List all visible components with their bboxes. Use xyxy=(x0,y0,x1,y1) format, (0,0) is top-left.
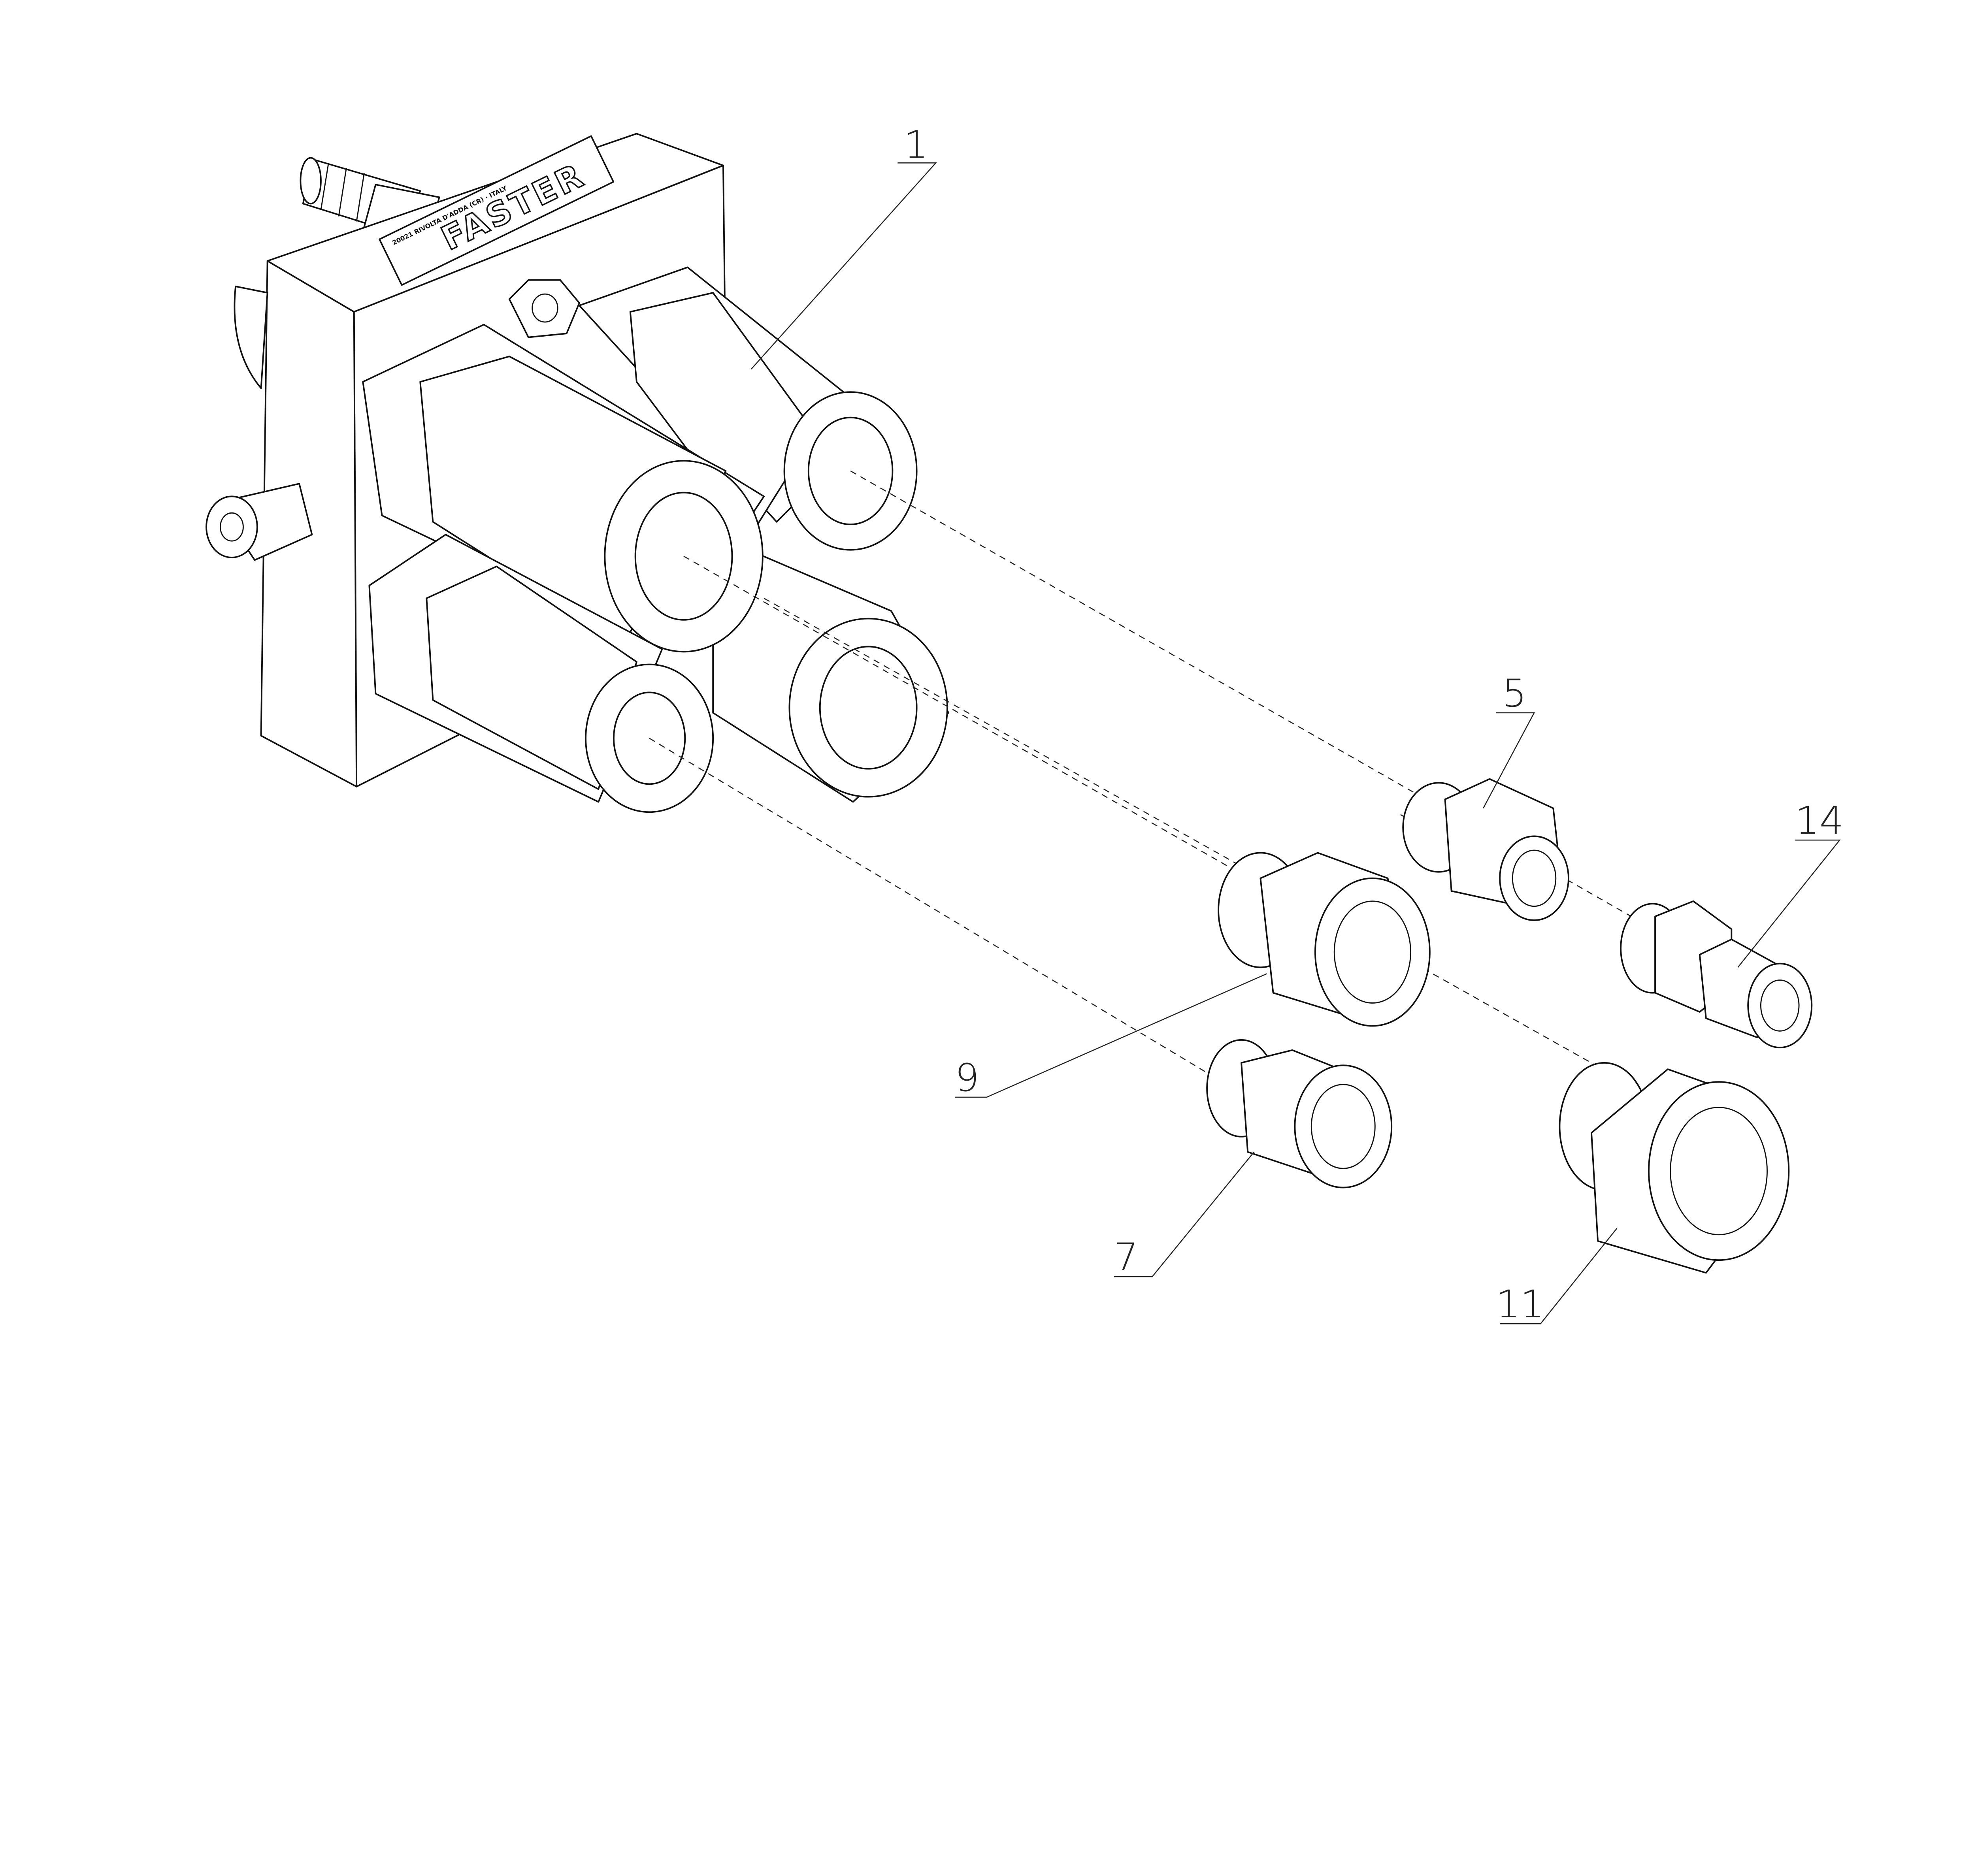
fitting-9 xyxy=(1218,852,1431,1027)
fitting-7 xyxy=(1206,1039,1393,1189)
fitting-14 xyxy=(1620,900,1813,1049)
callout-5: 5 xyxy=(1502,671,1526,716)
leader-lines xyxy=(750,162,1841,1324)
hex-nut xyxy=(508,279,580,338)
callout-7: 7 xyxy=(1114,1235,1138,1279)
exploded-assembly-drawing: FASTER 20021 RIVOLTA D'ADDA (CR) · ITALY xyxy=(206,122,1844,1326)
fitting-5 xyxy=(1402,778,1569,921)
callout-14: 14 xyxy=(1795,798,1844,843)
callout-9: 9 xyxy=(955,1055,979,1100)
coupling-upper-right xyxy=(578,266,918,551)
fitting-11 xyxy=(1559,1062,1790,1274)
callout-11: 11 xyxy=(1496,1282,1544,1326)
centerlines xyxy=(649,470,1694,1121)
callout-1: 1 xyxy=(904,122,928,167)
